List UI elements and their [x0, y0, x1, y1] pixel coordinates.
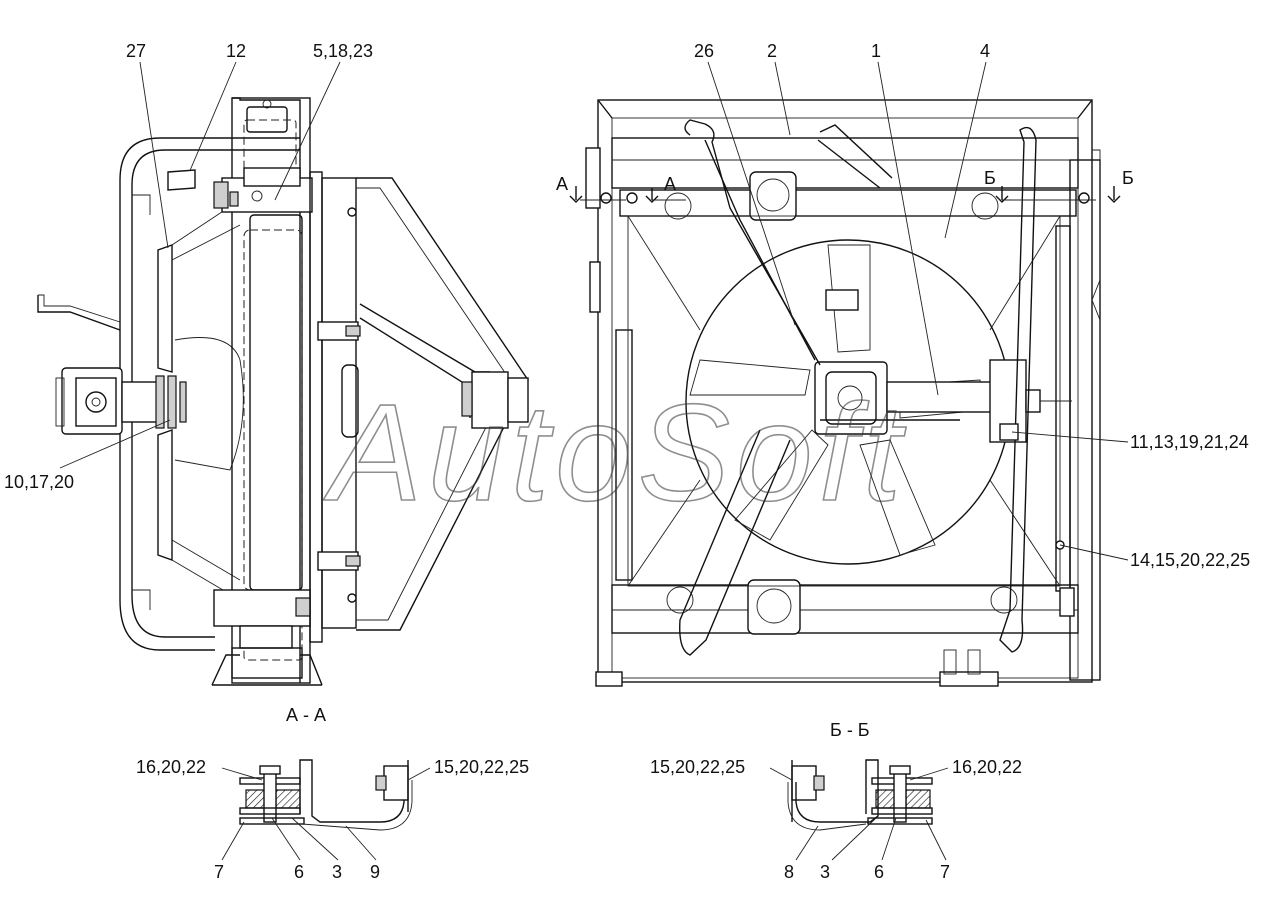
section-mark-a-left: А — [556, 174, 568, 194]
leader-1 — [877, 61, 939, 396]
bb-callout-6: 6 — [874, 862, 884, 882]
guard-tube-inner — [131, 149, 300, 638]
pipe-upper-left — [684, 119, 821, 366]
bottom-tank — [611, 584, 1079, 634]
hose-fitting — [471, 371, 509, 429]
section-mark-a-right: А — [664, 174, 676, 194]
callout-10-17-20: 10,17,20 — [4, 472, 74, 492]
fan-blade-4 — [859, 439, 936, 556]
top-tank — [611, 137, 1079, 189]
aa-callout-15-20-22-25: 15,20,22,25 — [434, 757, 529, 777]
section-a-arrow-left — [569, 186, 583, 203]
fan-blade-3 — [734, 429, 829, 541]
right-side-channel — [1055, 225, 1071, 592]
radiator-tank — [249, 214, 303, 591]
bb-callout-15-20-22-25: 15,20,22,25 — [650, 757, 745, 777]
watermark: AutoSoft — [323, 376, 907, 530]
motor-arm — [886, 381, 998, 413]
aa-callout-16-20-22: 16,20,22 — [136, 757, 206, 777]
aa-callout-7: 7 — [214, 862, 224, 882]
section-b-arrow-right — [1107, 186, 1121, 203]
pipe-lower-left — [679, 429, 791, 656]
frame-outer — [597, 99, 1093, 683]
leader-14-15-20-22-25 — [1059, 544, 1129, 561]
pipe-right-vertical — [999, 126, 1037, 653]
leader-4 — [944, 61, 987, 239]
motor-shaft — [85, 391, 107, 413]
callout-12: 12 — [226, 41, 246, 61]
section-a-arrow-right — [645, 188, 659, 203]
callout-2: 2 — [767, 41, 777, 61]
bb-callout-8: 8 — [784, 862, 794, 882]
pipe-upper-short — [819, 124, 893, 179]
bb-callout-7: 7 — [940, 862, 950, 882]
side-view — [37, 61, 529, 686]
fan-blade-1 — [827, 244, 871, 353]
callout-11-13-19-21-24: 11,13,19,21,24 — [1130, 432, 1249, 452]
callout-5-18-23: 5,18,23 — [313, 41, 373, 61]
section-mark-b-right: Б — [1122, 168, 1134, 188]
section-mark-b-left: Б — [984, 168, 996, 188]
aa-fastener-right — [383, 765, 409, 801]
leader-11-13-19-21-24 — [1011, 431, 1129, 443]
fan-blade-upper — [157, 244, 173, 373]
leader-2 — [774, 61, 791, 136]
fan-blade-2 — [689, 359, 811, 396]
foot-right — [939, 671, 999, 687]
callout-1: 1 — [871, 41, 881, 61]
bb-callout-3: 3 — [820, 862, 830, 882]
drain-neck-bottom — [747, 579, 801, 635]
leader-26 — [707, 61, 796, 326]
aa-callout-3: 3 — [332, 862, 342, 882]
front-view — [569, 61, 1129, 687]
base-foot — [211, 654, 323, 686]
leader-12 — [185, 61, 237, 181]
section-bb-title: Б - Б — [830, 720, 870, 740]
guard-tube-outer — [119, 137, 300, 651]
left-side-channel — [615, 329, 633, 581]
aa-callout-9: 9 — [370, 862, 380, 882]
fan-blade-lower — [157, 429, 173, 561]
callout-14-15-20-22-25: 14,15,20,22,25 — [1130, 550, 1250, 570]
oil-cooler — [321, 177, 357, 629]
callout-26: 26 — [694, 41, 714, 61]
section-aa-title: А - А — [286, 705, 326, 725]
aa-callout-6: 6 — [294, 862, 304, 882]
leader-10-17-20 — [59, 419, 171, 469]
callout-27: 27 — [126, 41, 146, 61]
callout-4: 4 — [980, 41, 990, 61]
section-aa — [221, 759, 431, 861]
aa-bracket-9 — [299, 759, 405, 823]
leader-5-18-23 — [274, 61, 341, 201]
section-bb — [769, 759, 949, 861]
section-b-arrow-left — [995, 186, 1009, 203]
bb-callout-16-20-22: 16,20,22 — [952, 757, 1022, 777]
hub-coupling — [121, 381, 159, 423]
leader-27 — [139, 61, 169, 249]
